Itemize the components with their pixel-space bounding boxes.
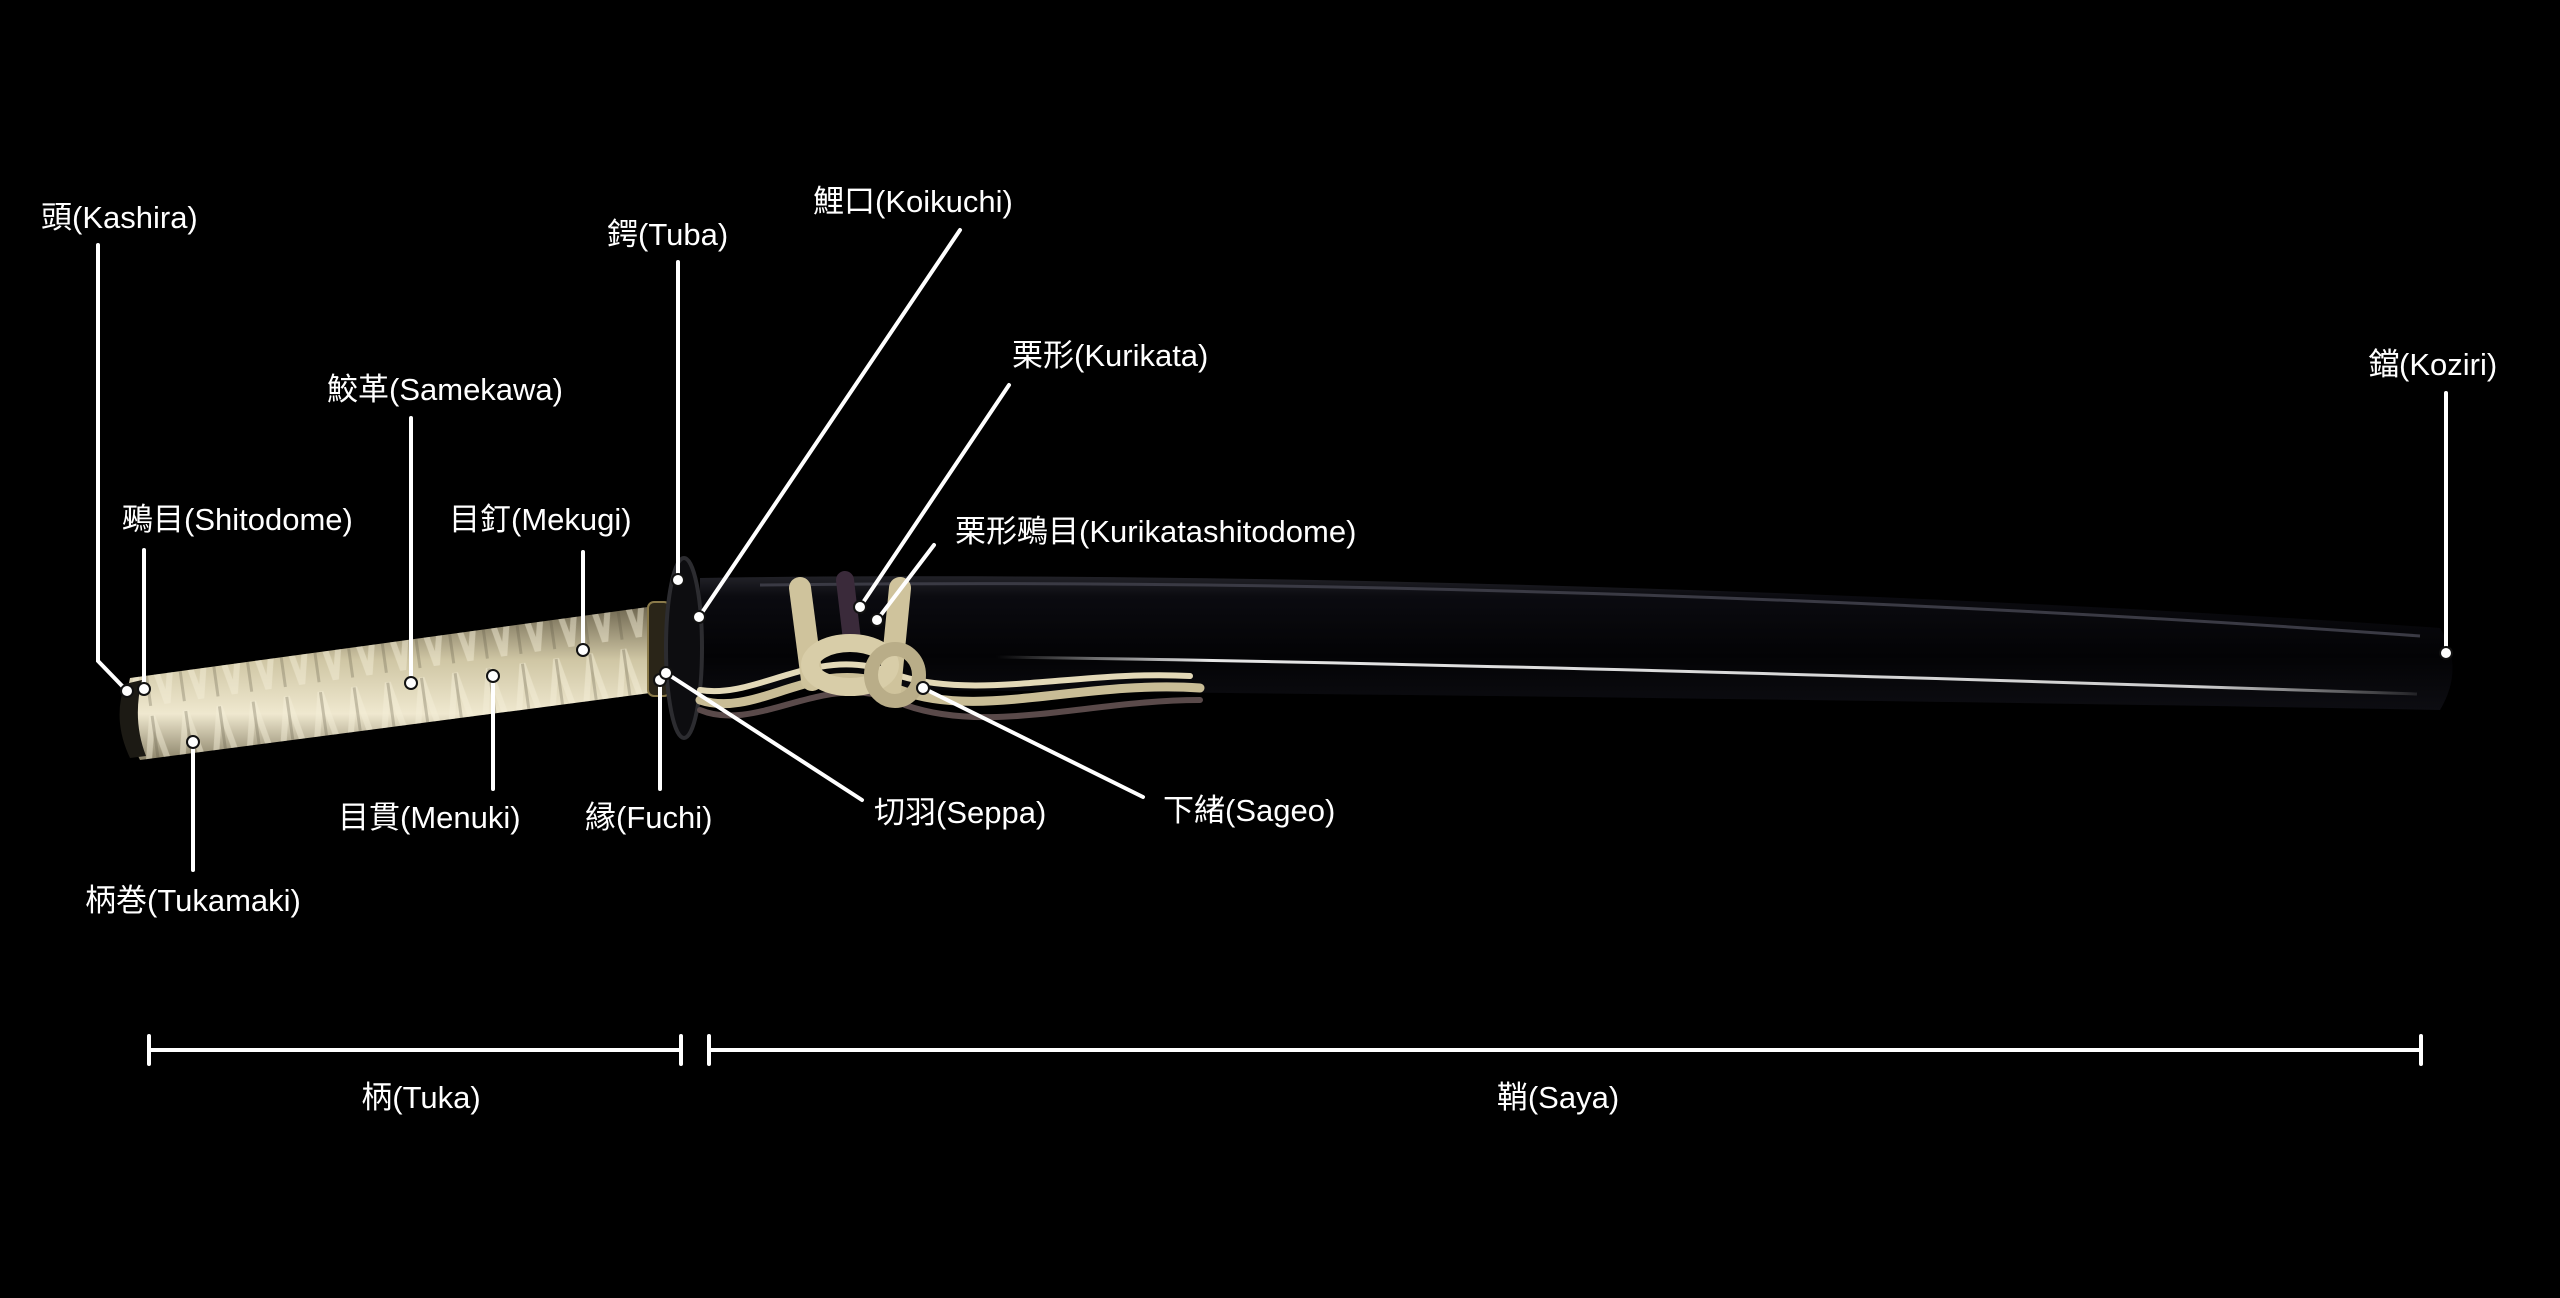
- leader-kashira: [96, 243, 129, 693]
- label-koikuchi: 鯉口(Koikuchi): [813, 184, 1013, 219]
- saya-highlight: [995, 655, 2418, 696]
- kashira: [119, 680, 146, 758]
- label-sageo: 下緒(Sageo): [1163, 793, 1335, 828]
- label-seppa: 切羽(Seppa): [874, 795, 1046, 830]
- bracket-saya: [707, 1034, 2423, 1066]
- leader-koikuchi: [697, 228, 962, 619]
- section-label-tuka: 柄(Tuka): [361, 1080, 480, 1115]
- tsukamaki-wrap: [126, 606, 658, 760]
- leader-sageo: [921, 686, 1145, 799]
- label-kurikatashitodome: 栗形鵐目(Kurikatashitodome): [955, 514, 1356, 549]
- label-tukamaki: 柄巻(Tukamaki): [85, 883, 301, 918]
- bracket-tuka: [147, 1034, 683, 1066]
- saya: [700, 576, 2453, 710]
- sageo: [695, 571, 1205, 721]
- label-fuchi: 縁(Fuchi): [585, 800, 712, 835]
- tsuba: [664, 556, 704, 740]
- label-kashira: 頭(Kashira): [41, 200, 198, 235]
- leader-seppa: [664, 671, 864, 802]
- label-menuki: 目貫(Menuki): [338, 800, 521, 835]
- label-samekawa: 鮫革(Samekawa): [327, 372, 563, 407]
- leader-kurikata: [858, 383, 1011, 609]
- saya-top-highlight: [759, 582, 2421, 638]
- leader-kurikatashitodome: [875, 543, 936, 622]
- section-label-saya: 鞘(Saya): [1497, 1080, 1619, 1115]
- label-shitodome: 鵐目(Shitodome): [122, 502, 353, 537]
- label-koziri: 鐺(Koziri): [2368, 347, 2497, 382]
- leader-lines: [96, 228, 2453, 872]
- label-mekugi: 目釘(Mekugi): [449, 502, 632, 537]
- label-tuba: 鍔(Tuba): [607, 217, 728, 252]
- label-kurikata: 栗形(Kurikata): [1012, 338, 1208, 373]
